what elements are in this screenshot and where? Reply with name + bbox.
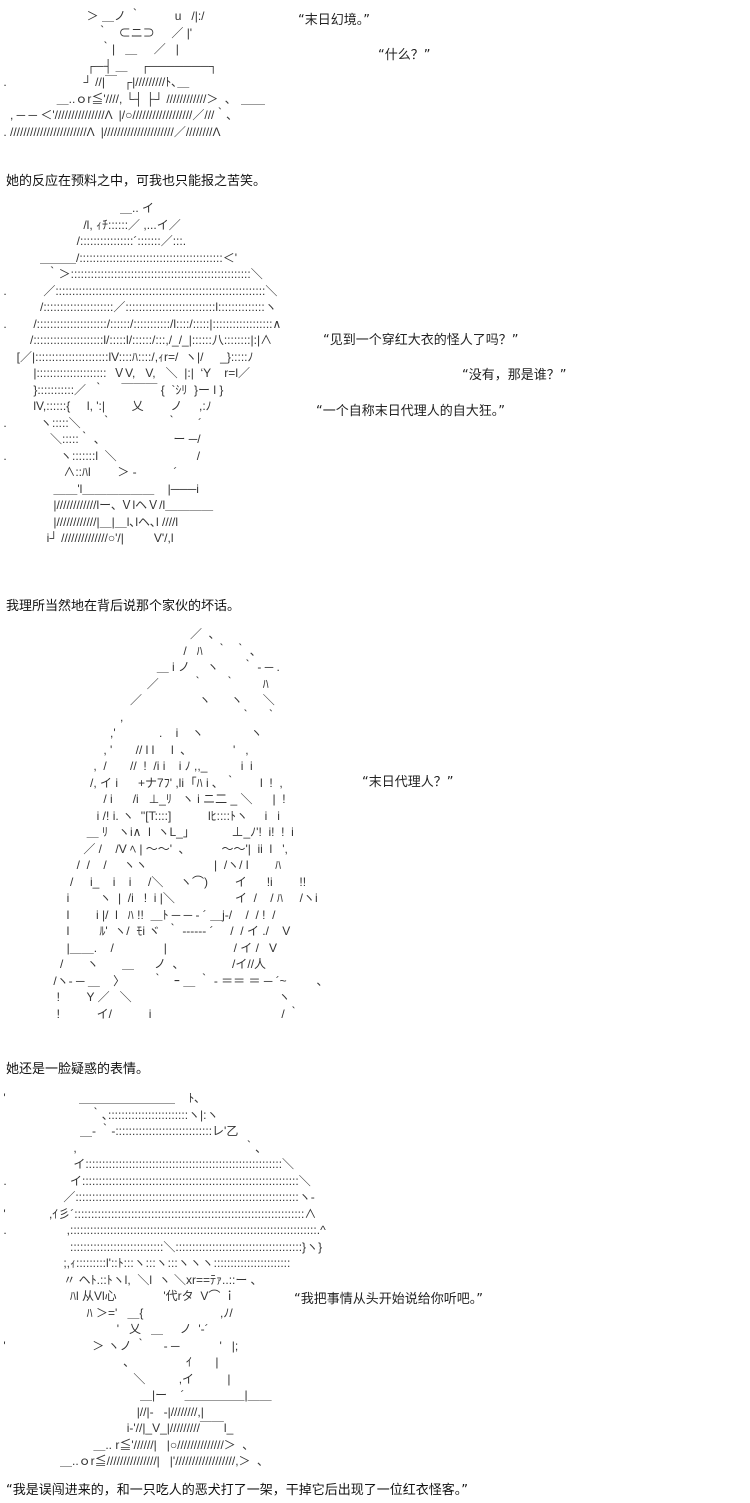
ascii-art-line: |////////////lー､ ＶlヘＶ/l＿＿＿＿ (0, 498, 214, 512)
ascii-art-line: l i |/ l ﾊ !! ＿ﾄ ─ ─ ‐ ´ ＿j-/ / / ! / (0, 907, 276, 922)
ascii-art-3: ／ ､ / ﾊ ｀ ｀ ､ ＿ i ノ ヽ ｀ ‐ ─ . ／ (0, 626, 323, 1022)
ascii-art-line: ' ＿＿＿＿＿＿＿＿ ﾄ､ (0, 1091, 201, 1105)
ascii-art-line: /::::::::::::::::´:::::::／:::. (0, 234, 187, 248)
ascii-art-1: ＞ ＿ノ ｀ u /|:/ ｀ ⊂ニ⊃ ／ |' ｀| ＿ ／ | ┌─┤ ＿ … (0, 8, 265, 140)
ascii-art-line: ' ,ｲ彡´::::::::::::::::::::::::::::::::::… (0, 1206, 317, 1221)
ascii-art-line: ／ ､ (0, 627, 215, 641)
dialogue: “什么？” (378, 48, 431, 63)
ascii-art-line: , ｀ ｀ (0, 709, 278, 724)
ascii-art-line: ＿ ﾘ ヽi∧ l ヽL_」 ⊥_ﾉ'! i! ! i (0, 825, 294, 839)
ascii-art-line: . ///////////////////////Λ |////////////… (0, 124, 221, 139)
ascii-art-line: ﾊ ＞=' ＿{ ,ﾉ/ (0, 1305, 233, 1320)
ascii-art-line: . ,:::::::::::::::::::::::::::::::::::::… (0, 1223, 326, 1237)
ascii-art-line: ! Y ／ ＼ ヽ (0, 990, 291, 1004)
ascii-art-line: ∧::ﾊl ＞ - ´ (0, 465, 178, 479)
ascii-art-line: ,' . i ヽ ヽ (0, 726, 263, 740)
ascii-art-line: ＿..ｏr≦///////////////| |'///////////////… (0, 1454, 264, 1468)
ascii-art-line: , ｀､ (0, 1140, 262, 1155)
ascii-art-line: i ヽ | /i ! i |＼ イ / / ﾊ /ヽi (0, 891, 318, 905)
ascii-art-line: }:::::::::::／ ｀ ￣￣￣ { `ｼﾘ }ー l } (0, 382, 224, 397)
ascii-art-line: ＿＿＿/::::::::::::::::::::::::::::::::::::… (0, 250, 237, 265)
ascii-art-line: ｀＞::::::::::::::::::::::::::::::::::::::… (0, 267, 263, 281)
ascii-art-line: . ヽ:::::＼ ｀ ｀ ´ (0, 415, 203, 430)
ascii-art-line: |//|- ‐|////////,| (0, 1404, 204, 1419)
ascii-art-line: / ヽ ＿ ノ ､ /イ//人 (0, 957, 267, 971)
ascii-art-line: 〃 ヘﾄ.::ﾄヽl, ＼l ヽ ＼xr==ﾃｧ..::ー ､ (0, 1272, 257, 1287)
dialogue: “末日幻境。” (298, 13, 370, 28)
ascii-art-line: i /! i. ヽ ''[T::::] lﾋ::::ﾄヽ i i (0, 808, 280, 823)
ascii-art-line: ｀ ⊂ニ⊃ ／ |' (0, 25, 193, 40)
ascii-art-line: / i /i ⊥_ﾘ ヽ i ニ二 _ ＼ | ! (0, 792, 286, 806)
ascii-art-line: i┘ //////////////○'/| V'/,l (0, 531, 174, 545)
ascii-art-line: ＿.. r≦'//////| |○//////////////＞ ､ (0, 1437, 249, 1452)
ascii-art-line: ／ / /V ﾍ | 〜〜' ､ 〜〜'| ii l ', (0, 841, 288, 856)
ascii-art-line: |＿＿. / | / イ / V (0, 940, 277, 955)
ascii-art-line: . ヽ:::::::l ＼ / (0, 448, 201, 463)
ascii-art-line: ､ ｲ | (0, 1355, 219, 1369)
ascii-art-line: /:::::::::::::::::::::／:::::::::::::::::… (0, 300, 277, 314)
ascii-art-line: . イ:::::::::::::::::::::::::::::::::::::… (0, 1173, 311, 1188)
ascii-art-line: ＿ i ノ ヽ ｀ ‐ ─ . (0, 660, 280, 674)
ascii-art-line: ' ＞ ヽノ ｀ ‐ ─ ' |; (0, 1338, 239, 1353)
ascii-art-line: , ' // l l l ､ ' , (0, 742, 249, 757)
ascii-art-line: ＿＿'l＿＿＿＿＿＿ |───i (0, 481, 199, 496)
ascii-art-line: ／ ヽ ヽ ＼ (0, 693, 275, 707)
ascii-art-line: ｀| ＿ ／ | (0, 42, 179, 56)
ascii-art-line: /l, ｨﾁ::::::／ ,...イ／ (0, 217, 181, 232)
ascii-art-line: l ﾙ' ヽ/ ﾓi ヾ ｀ ------ ´ / / イ ./ V (0, 924, 291, 938)
ascii-art-line: / i_ i i /＼ ヽ⌒) イ !i !! (0, 874, 307, 889)
ascii-art-line: ＿.. イ (0, 201, 155, 215)
dialogue: “一个自称末日代理人的自大狂。” (316, 404, 505, 419)
ascii-art-line: /, イ i +ナ7ﾌ' ,li ｢ﾊ i ､ ｀ l ! , (0, 775, 283, 790)
ascii-art-line: /:::::::::::::::::::::l/:::::l/::::::/::… (0, 333, 273, 347)
narration: 我理所当然地在背后说那个家伙的坏话。 (6, 599, 241, 614)
ascii-art-line: ＼:::::｀ ､ ー ─/ (0, 432, 201, 446)
ascii-art-line: ﾊl 从Vl心 '代rタ V⌒ ｉ (0, 1289, 236, 1303)
ascii-art-line: ＿- ｀-:::::::::::::::::::::::::::::レ'乙 (0, 1124, 239, 1138)
ascii-art-line: , ─ ─ ＜'///////////////Λ |/○////////////… (0, 108, 233, 122)
ascii-art-line: ┌─┤ ＿ ┌───────┐ (0, 58, 218, 73)
ascii-art-line: . ┘ //|￣ ┌|/////////ﾄ､＿ (0, 75, 190, 89)
narration: 她还是一脸疑惑的表情。 (6, 1062, 150, 1077)
ascii-art-line: /ヽ- ─ ＿ 〉 ｀ ｰ ＿ ｀ ‐ ＝＝ ＝ ─ ´~ ､ (0, 973, 323, 988)
ascii-art-line: / ﾊ ｀ ｀ ､ (0, 643, 257, 658)
narration: “我是误闯进来的，和一只吃人的恶犬打了一架，干掉它后出现了一位红衣怪客。” (6, 1483, 468, 1498)
ascii-art-4: ' ＿＿＿＿＿＿＿＿ ﾄ､ ｀､::::::::::::::::::::::::… (0, 1090, 326, 1470)
ascii-art-line: |////////////|＿|＿l､lヘ､l ////l (0, 514, 179, 529)
ascii-art-line: ＞ ＿ノ ｀ u /|:/ (0, 9, 205, 23)
ascii-art-line: i‐'//|_V_|/////////￣￣l_ (0, 1421, 234, 1435)
dialogue: “没有，那是谁？” (462, 368, 567, 383)
ascii-art-line: ／:::::::::::::::::::::::::::::::::::::::… (0, 1190, 315, 1204)
ascii-art-line: ＿..ｏr≦'////, └┤ ├┘ ////////////＞ ､ ＿＿ (0, 91, 265, 106)
ascii-art-line: ' 乂 ＿ ノ '-´ (0, 1322, 209, 1336)
narration: 她的反应在预料之中，可我也只能报之苦笑。 (6, 174, 267, 189)
ascii-art-line: [／|::::::::::::::::::::::lV::::ﾊ::::/,ｨr… (0, 349, 254, 364)
dialogue: “见到一个穿红大衣的怪人了吗？” (323, 333, 519, 348)
dialogue: “末日代理人？” (362, 775, 454, 790)
ascii-art-line: ／ ｀ ｀ ﾊ (0, 676, 269, 691)
ascii-art-line: ::::::::::::::::::::::::::::＼:::::::::::… (0, 1239, 323, 1254)
dialogue: “我把事情从头开始说给你听吧。” (294, 1292, 483, 1307)
ascii-art-line: ;,ｨ:::::::::l'::ﾄ:::ヽ:::ヽ:::ヽヽヽ:::::::::… (0, 1256, 291, 1270)
ascii-art-line: ! イ/ i / ｀ (0, 1006, 301, 1021)
ascii-art-line: lV,::::::{ l, ':| 乂 ノ ,:ﾉ (0, 399, 212, 413)
ascii-art-2: ＿.. イ /l, ｨﾁ::::::／ ,...イ／ /::::::::::::… (0, 200, 281, 547)
ascii-art-line: |::::::::::::::::::::: ＶV, V, ＼ |:| ‘Y r… (0, 366, 250, 380)
ascii-art-line: / / / ヽヽ | /ヽ/ l ﾊ (0, 858, 282, 872)
ascii-art-line: ＼ ,イ | (0, 1371, 231, 1386)
ascii-art-line: , / // ! /i i i ﾉ ,,_ i i (0, 759, 253, 773)
ascii-art-line: ｀､::::::::::::::::::::::::ヽ|:ヽ (0, 1107, 219, 1122)
ascii-art-line: ＿|ー ´＿＿＿＿＿|＿＿ (0, 1388, 272, 1402)
ascii-art-line: . /:::::::::::::::::::::/::::::/::::::::… (0, 316, 282, 331)
ascii-art-line: . ／:::::::::::::::::::::::::::::::::::::… (0, 283, 278, 298)
ascii-art-line: イ:::::::::::::::::::::::::::::::::::::::… (0, 1157, 295, 1171)
